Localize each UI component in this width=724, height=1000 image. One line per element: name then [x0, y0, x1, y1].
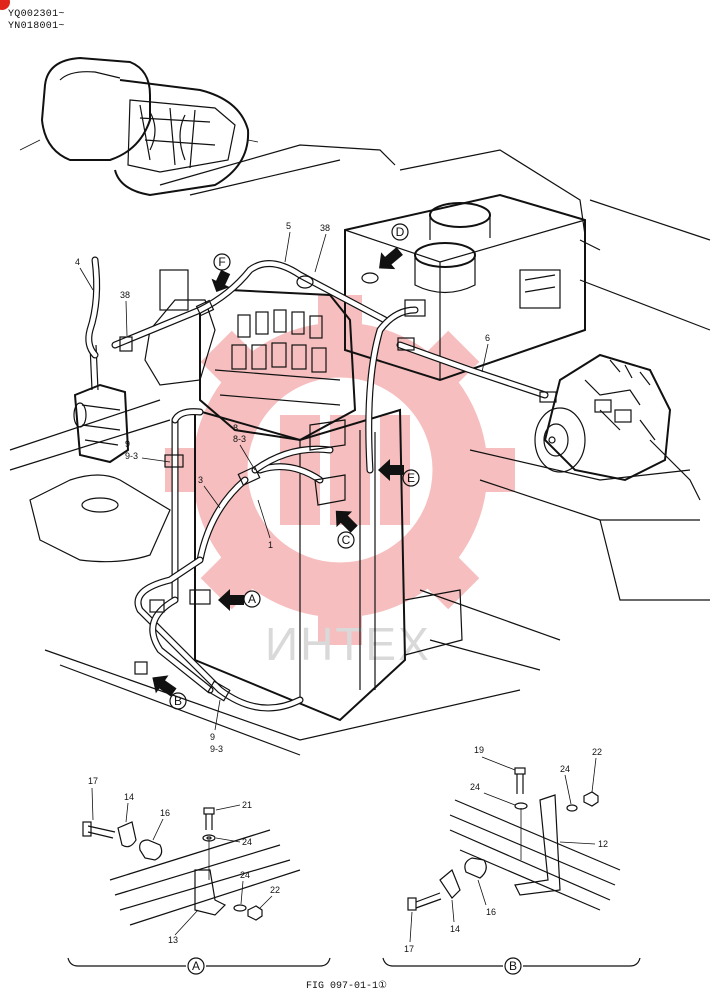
detail-b-callout-16: 16 — [486, 907, 496, 917]
detail-a-callout-24-lower: 24 — [240, 870, 250, 880]
detail-b-callout-19: 19 — [474, 745, 484, 755]
view-letter-b: B — [169, 692, 187, 710]
hose-fittings — [119, 275, 557, 702]
view-letter-d: D — [391, 223, 409, 241]
callout-8-3: 8-3 — [233, 434, 246, 444]
detail-a-callout-22: 22 — [270, 885, 280, 895]
detail-b-callout-24-right: 24 — [560, 764, 570, 774]
detail-a-callout-17: 17 — [88, 776, 98, 786]
callout-9-lower: 9 — [210, 732, 215, 742]
svg-text:B: B — [174, 694, 182, 708]
main-callouts: 5 38 4 38 6 8 8-3 9 9-3 3 1 9 9-3 — [75, 221, 490, 754]
detail-bracket-b: B — [382, 957, 641, 975]
svg-text:E: E — [407, 471, 415, 485]
detail-a-callout-21: 21 — [242, 800, 252, 810]
upper-frame — [9, 144, 711, 756]
callout-4: 4 — [75, 257, 80, 267]
callout-8: 8 — [233, 423, 238, 433]
detail-b-label: B — [509, 959, 517, 973]
svg-text:D: D — [396, 225, 405, 239]
detail-a-callout-14: 14 — [124, 792, 134, 802]
svg-text:F: F — [218, 255, 225, 269]
serial-number-1: YQ002301~ — [8, 9, 65, 20]
svg-text:A: A — [248, 592, 256, 606]
detail-b-callout-12: 12 — [598, 839, 608, 849]
detail-a-label: A — [192, 959, 200, 973]
watermark-text: ИНТЕХ — [265, 618, 431, 670]
machine-overview-thumbnail — [19, 56, 259, 197]
detail-view-b: 19 24 24 22 12 17 14 16 — [404, 745, 621, 954]
serial-number-2: YN018001~ — [8, 21, 65, 32]
callout-1: 1 — [268, 540, 273, 550]
svg-text:C: C — [342, 533, 351, 547]
detail-b-callout-17: 17 — [404, 944, 414, 954]
detail-a-callout-16: 16 — [160, 808, 170, 818]
detail-a-callout-13: 13 — [168, 935, 178, 945]
swing-motor — [73, 344, 130, 464]
detail-b-callout-24-left: 24 — [470, 782, 480, 792]
callout-38-top: 38 — [320, 223, 330, 233]
corner-badge — [0, 0, 10, 10]
view-letter-a: A — [243, 590, 261, 608]
callout-9-3-upper: 9-3 — [125, 451, 138, 461]
detail-bracket-a: A — [67, 957, 331, 975]
view-arrows — [152, 247, 404, 697]
figure-caption: FIG 097-01-1① — [306, 980, 387, 992]
lower-block — [194, 408, 463, 722]
detail-b-callout-14: 14 — [450, 924, 460, 934]
callout-9-upper: 9 — [125, 439, 130, 449]
callout-5: 5 — [286, 221, 291, 231]
callout-3: 3 — [198, 475, 203, 485]
callout-9-3-lower: 9-3 — [210, 744, 223, 754]
detail-view-a: 17 14 16 21 24 24 22 13 — [82, 776, 301, 945]
hose-lines — [85, 256, 549, 712]
control-valve — [144, 269, 357, 442]
view-letter-e: E — [402, 469, 420, 487]
hydraulic-pump — [534, 353, 701, 501]
callout-38-left: 38 — [120, 290, 130, 300]
detail-b-callout-22: 22 — [592, 747, 602, 757]
view-letter-c: C — [337, 531, 355, 549]
detail-a-callout-24-upper: 24 — [242, 837, 252, 847]
callout-6: 6 — [485, 333, 490, 343]
view-letter-f: F — [213, 253, 231, 271]
